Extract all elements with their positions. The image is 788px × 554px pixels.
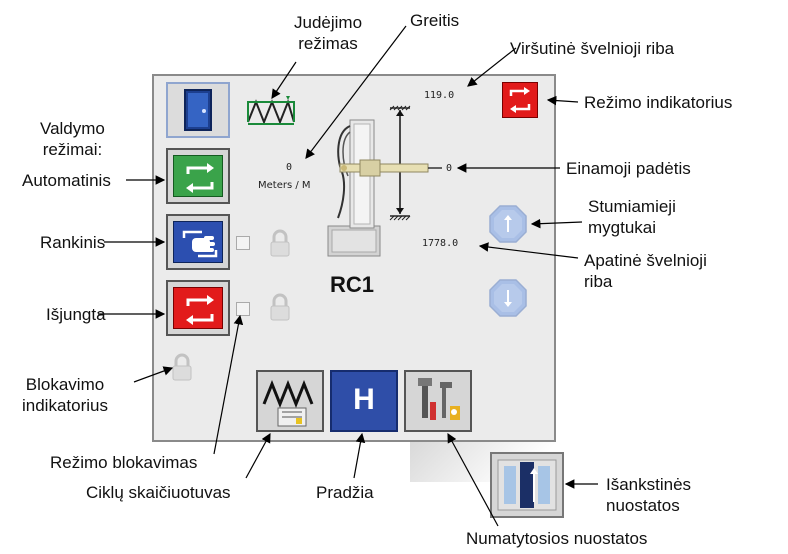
- auto-icon: [173, 155, 223, 197]
- manual-padlock-icon: [268, 228, 292, 258]
- callout-motion-mode: Judėjimo režimas: [294, 13, 363, 53]
- tools-icon: [418, 378, 460, 420]
- speed-value: 0: [286, 162, 293, 173]
- callout-mode-indicator: Režimo indikatorius: [584, 93, 733, 112]
- robot-crane-graphic: [324, 102, 454, 262]
- door-button[interactable]: [166, 82, 230, 138]
- home-button[interactable]: H: [330, 370, 398, 432]
- callout-lower-soft-limit: Apatinė švelnioji riba: [584, 251, 707, 291]
- cycle-counter-icon: [262, 379, 314, 427]
- hand-icon: [173, 221, 223, 263]
- automatic-mode-button[interactable]: [166, 148, 230, 204]
- callout-control-modes: Valdymo režimai:: [40, 119, 105, 159]
- arrow-up-icon: [489, 205, 527, 243]
- presets-icon: [497, 459, 557, 511]
- mode-indicator-icon: [502, 82, 538, 118]
- callout-upper-soft-limit: Viršutinė švelnioji riba: [510, 39, 675, 58]
- callout-off: Išjungta: [46, 305, 106, 324]
- home-label: H: [353, 383, 375, 416]
- manual-mode-button[interactable]: [166, 214, 230, 270]
- callout-manual: Rankinis: [40, 233, 106, 252]
- callout-speed: Greitis: [410, 11, 460, 30]
- callout-cycle-counter: Ciklų skaičiuotuvas: [86, 483, 231, 502]
- push-down-button[interactable]: [488, 278, 528, 318]
- door-icon: [184, 89, 212, 131]
- lock-indicator-icon: [170, 352, 194, 382]
- manual-lock-checkbox[interactable]: [236, 236, 250, 250]
- off-icon: [173, 287, 223, 329]
- current-position-value: 0: [446, 163, 453, 174]
- lower-limit-value: 1778.0: [422, 238, 459, 249]
- callout-lock-indicator: Blokavimo indikatorius: [22, 375, 108, 415]
- push-up-button[interactable]: [488, 204, 528, 244]
- cycle-counter-button[interactable]: [256, 370, 324, 432]
- upper-limit-value: 119.0: [424, 90, 455, 101]
- callout-push-buttons: Stumiamieji mygtukai: [588, 197, 676, 237]
- motion-mode-icon[interactable]: [244, 92, 298, 128]
- defaults-button[interactable]: [404, 370, 472, 432]
- off-mode-button[interactable]: [166, 280, 230, 336]
- callout-automatic: Automatinis: [22, 171, 111, 190]
- presets-button[interactable]: [490, 452, 564, 518]
- callout-presets: Išankstinės nuostatos: [606, 475, 692, 515]
- callout-home: Pradžia: [316, 483, 374, 502]
- robot-title: RC1: [330, 272, 375, 297]
- arrow-down-icon: [489, 279, 527, 317]
- off-padlock-icon: [268, 292, 292, 322]
- callout-defaults: Numatytosios nuostatos: [466, 529, 648, 548]
- callout-mode-lock: Režimo blokavimas: [50, 453, 198, 472]
- speed-unit: Meters / M: [258, 180, 311, 191]
- callout-current-position: Einamoji padėtis: [566, 159, 691, 178]
